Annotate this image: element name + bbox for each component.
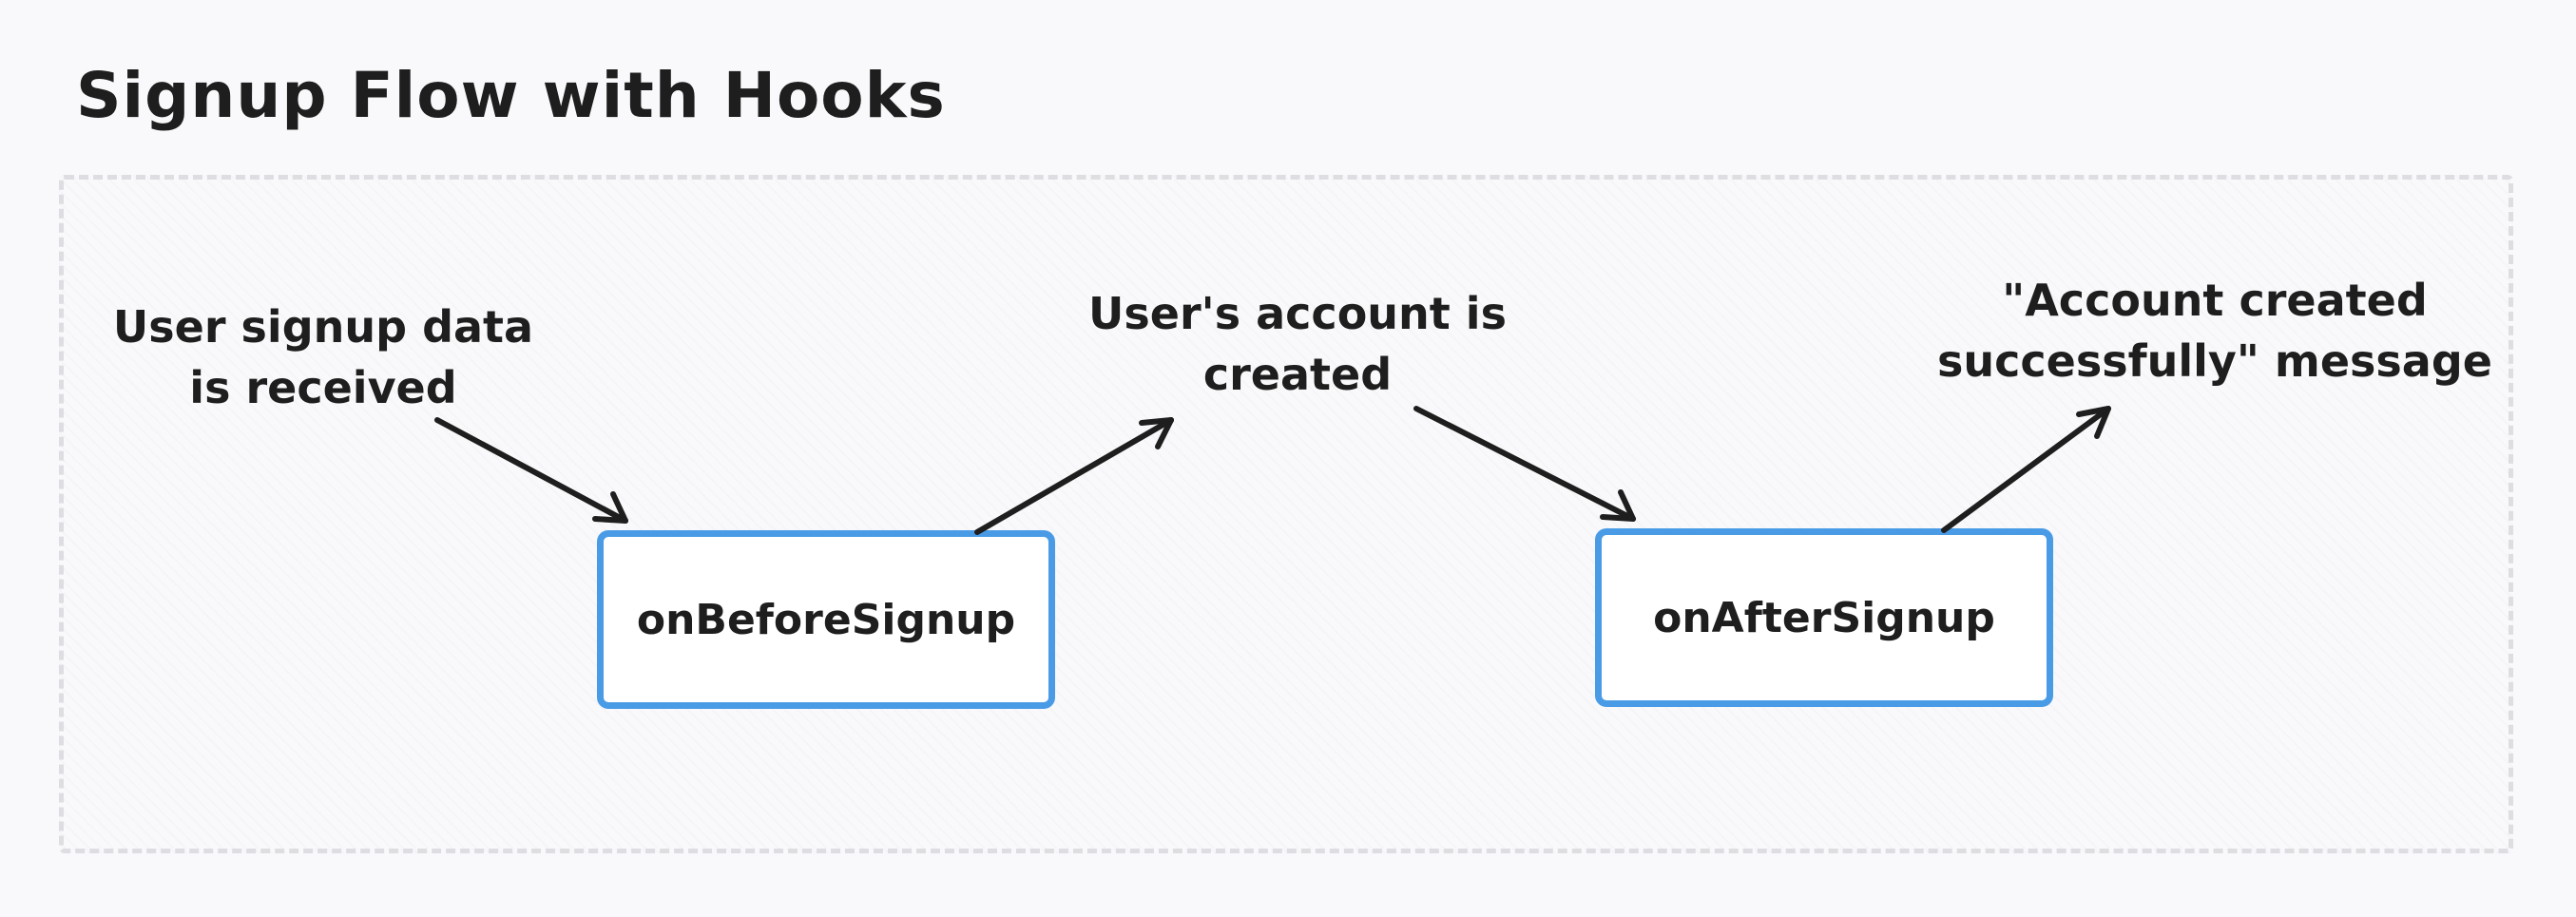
arrow-before-hook-to-account xyxy=(974,417,1174,535)
arrow-data-to-before-hook xyxy=(434,417,628,524)
label-signup-data: User signup data is received xyxy=(112,301,534,413)
label-success-message: "Account created successfully" message xyxy=(1937,275,2492,387)
diagram-title: Signup Flow with Hooks xyxy=(76,59,946,132)
hook-on-after-signup[interactable]: onAfterSignup xyxy=(1595,528,2053,707)
arrow-after-hook-to-message xyxy=(1941,406,2111,533)
label-account-created: User's account is created xyxy=(1088,288,1507,400)
hook-on-before-signup[interactable]: onBeforeSignup xyxy=(597,530,1055,709)
diagram-frame xyxy=(59,175,2513,853)
arrow-account-to-after-hook xyxy=(1413,406,1636,522)
hook-on-after-signup-label: onAfterSignup xyxy=(1653,593,1995,642)
hook-on-before-signup-label: onBeforeSignup xyxy=(636,595,1016,644)
